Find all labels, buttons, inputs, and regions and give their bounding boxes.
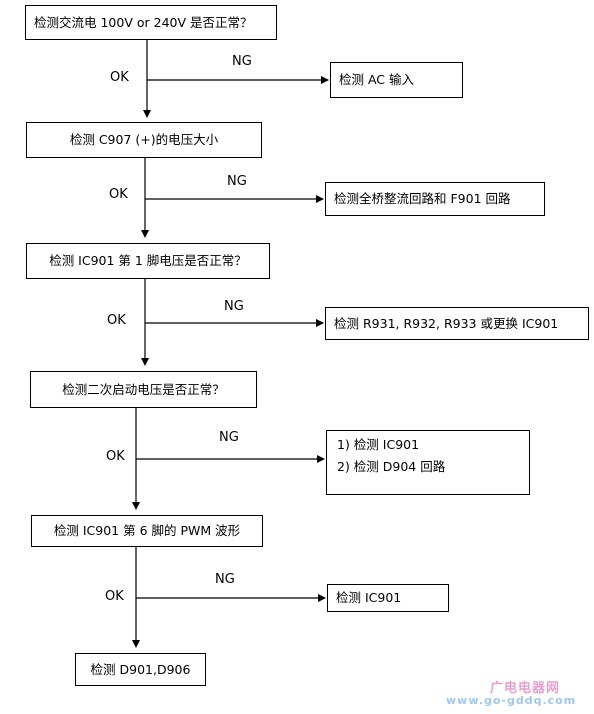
check-box-1: 检测交流电 100V or 240V 是否正常？ [25,5,277,40]
ok-label-2: OK [109,187,128,202]
ok-label-4: OK [106,449,125,464]
ok-label-3: OK [107,313,126,328]
check-box-2: 检测 C907 (+)的电压大小 [26,122,262,158]
action-line-2: 2) 检测 D904 回路 [337,459,446,474]
ok-label-1: OK [110,70,129,85]
action-box-4: 1) 检测 IC901 2) 检测 D904 回路 [326,430,530,495]
ng-label-3: NG [224,299,244,314]
ng-label-2: NG [227,174,247,189]
ok-label-5: OK [105,589,124,604]
final-box: 检测 D901,D906 [75,653,206,686]
watermark-title: 广电电器网 [490,681,561,696]
check-box-3: 检测 IC901 第 1 脚电压是否正常？ [26,243,270,279]
check-box-5: 检测 IC901 第 6 脚的 PWM 波形 [31,515,263,547]
action-box-1: 检测 AC 输入 [330,62,463,98]
ng-label-4: NG [219,430,239,445]
action-line-1: 1) 检测 IC901 [337,437,420,452]
ng-label-5: NG [215,572,235,587]
watermark-url: www.go-gddq.com [446,694,577,707]
ng-label-1: NG [232,54,252,69]
action-box-5: 检测 IC901 [327,584,449,612]
action-box-2: 检测全桥整流回路和 F901 回路 [325,182,545,216]
check-box-4: 检测二次启动电压是否正常？ [30,371,257,408]
action-box-3: 检测 R931, R932, R933 或更换 IC901 [325,307,589,340]
